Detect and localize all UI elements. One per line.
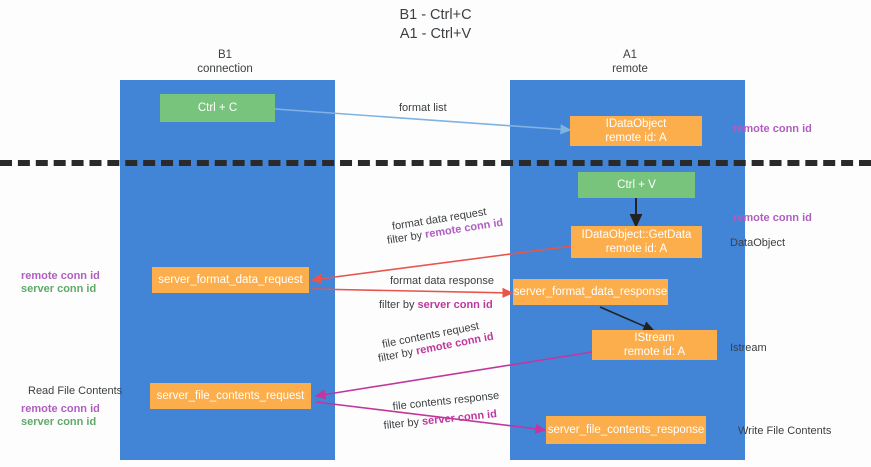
node-server-format-data-response[interactable]: server_format_data_response — [513, 279, 668, 305]
annotation-left-mid-remote-conn-id: remote conn id — [21, 270, 100, 282]
node-ctrl-c[interactable]: Ctrl + C — [160, 94, 275, 122]
annotation-left-bottom-server-conn-id: server conn id — [21, 416, 97, 428]
node-istream[interactable]: IStream remote id: A — [592, 330, 717, 360]
annotation-left-bottom-remote-conn-id: remote conn id — [21, 403, 100, 415]
node-server-format-data-request[interactable]: server_format_data_request — [152, 267, 309, 293]
node-idataobject-getdata[interactable]: IDataObject::GetData remote id: A — [571, 226, 702, 258]
filter-prefix: filter by — [383, 415, 423, 432]
annotation-istream: Istream — [730, 342, 767, 354]
filter-prefix: filter by — [379, 299, 418, 311]
edge-format-data-response — [311, 287, 514, 298]
node-ctrl-v[interactable]: Ctrl + V — [578, 172, 695, 198]
node-server-file-contents-request[interactable]: server_file_contents_request — [150, 383, 311, 409]
lane-header-b1-connection: B1 connection — [197, 49, 253, 75]
edge-label-format-data-response: format data response — [390, 275, 494, 287]
node-server-file-contents-response[interactable]: server_file_contents_response — [546, 416, 706, 444]
phase-separator — [0, 160, 871, 166]
annotation-remote-conn-id-top: remote conn id — [733, 123, 812, 135]
filter-key-server-conn-id: server conn id — [417, 299, 493, 311]
annotation-remote-conn-id-mid: remote conn id — [733, 212, 812, 224]
annotation-dataobject: DataObject — [730, 237, 786, 249]
edge-label-format-data-response-filter: filter by server conn id — [379, 298, 493, 312]
annotation-read-file-contents: Read File Contents — [28, 385, 123, 397]
filter-key-server-conn-id: server conn id — [421, 408, 498, 428]
annotation-write-file-contents: Write File Contents — [738, 425, 832, 437]
page-title: B1 - Ctrl+C A1 - Ctrl+V — [399, 7, 472, 42]
node-idataobject[interactable]: IDataObject remote id: A — [570, 116, 702, 146]
edge-label-format-list: format list — [399, 102, 447, 114]
lane-header-a1-remote: A1 remote — [612, 49, 648, 75]
annotation-left-mid-server-conn-id: server conn id — [21, 283, 97, 295]
